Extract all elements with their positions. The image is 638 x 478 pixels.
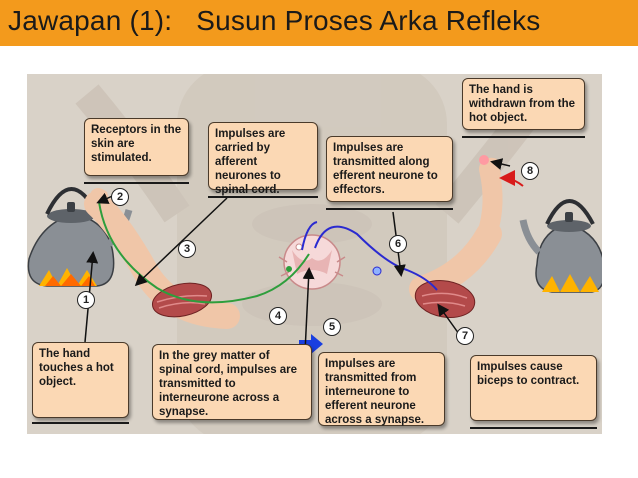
step-2-label: Receptors in the skin are stimulated. bbox=[84, 118, 189, 176]
step-5-label: Impulses are transmitted from interneuro… bbox=[318, 352, 445, 426]
slide-title: Jawapan (1): Susun Proses Arka Refleks bbox=[8, 5, 541, 36]
left-biceps bbox=[151, 282, 213, 318]
step-8-label: The hand is withdrawn from the hot objec… bbox=[462, 78, 585, 130]
step-7-answer-line bbox=[470, 427, 597, 429]
afferent-neurone bbox=[98, 201, 310, 304]
reflex-arc-diagram: Receptors in the skin are stimulated. Im… bbox=[27, 74, 602, 434]
step-number-4: 4 bbox=[269, 307, 287, 325]
step-number-7: 7 bbox=[456, 327, 474, 345]
step-2-answer-line bbox=[84, 182, 189, 184]
step-number-6: 6 bbox=[389, 235, 407, 253]
step-6-label: Impulses are transmitted along efferent … bbox=[326, 136, 453, 202]
spinal-cord bbox=[278, 234, 346, 290]
step-6-answer-line bbox=[326, 208, 453, 210]
right-kettle bbox=[519, 199, 602, 293]
step-3-label: Impulses are carried by afferent neurone… bbox=[208, 122, 318, 196]
synapse-arrow bbox=[299, 334, 323, 354]
step-number-3: 3 bbox=[178, 240, 196, 258]
step-8-answer-line bbox=[462, 136, 585, 138]
step-number-2: 2 bbox=[111, 188, 129, 206]
title-bar bbox=[0, 0, 638, 46]
step-number-5: 5 bbox=[323, 318, 341, 336]
step-1-answer-line bbox=[32, 422, 129, 424]
step-7-label: Impulses cause biceps to contract. bbox=[470, 355, 597, 421]
step-3-answer-line bbox=[208, 196, 318, 198]
withdraw-arrow bbox=[499, 170, 524, 187]
step-number-8: 8 bbox=[521, 162, 539, 180]
right-biceps bbox=[414, 280, 476, 318]
efferent-neurone bbox=[314, 225, 438, 291]
step-1-label: The hand touches a hot object. bbox=[32, 342, 129, 418]
step-number-1: 1 bbox=[77, 291, 95, 309]
step-4-label: In the grey matter of spinal cord, impul… bbox=[152, 344, 312, 420]
